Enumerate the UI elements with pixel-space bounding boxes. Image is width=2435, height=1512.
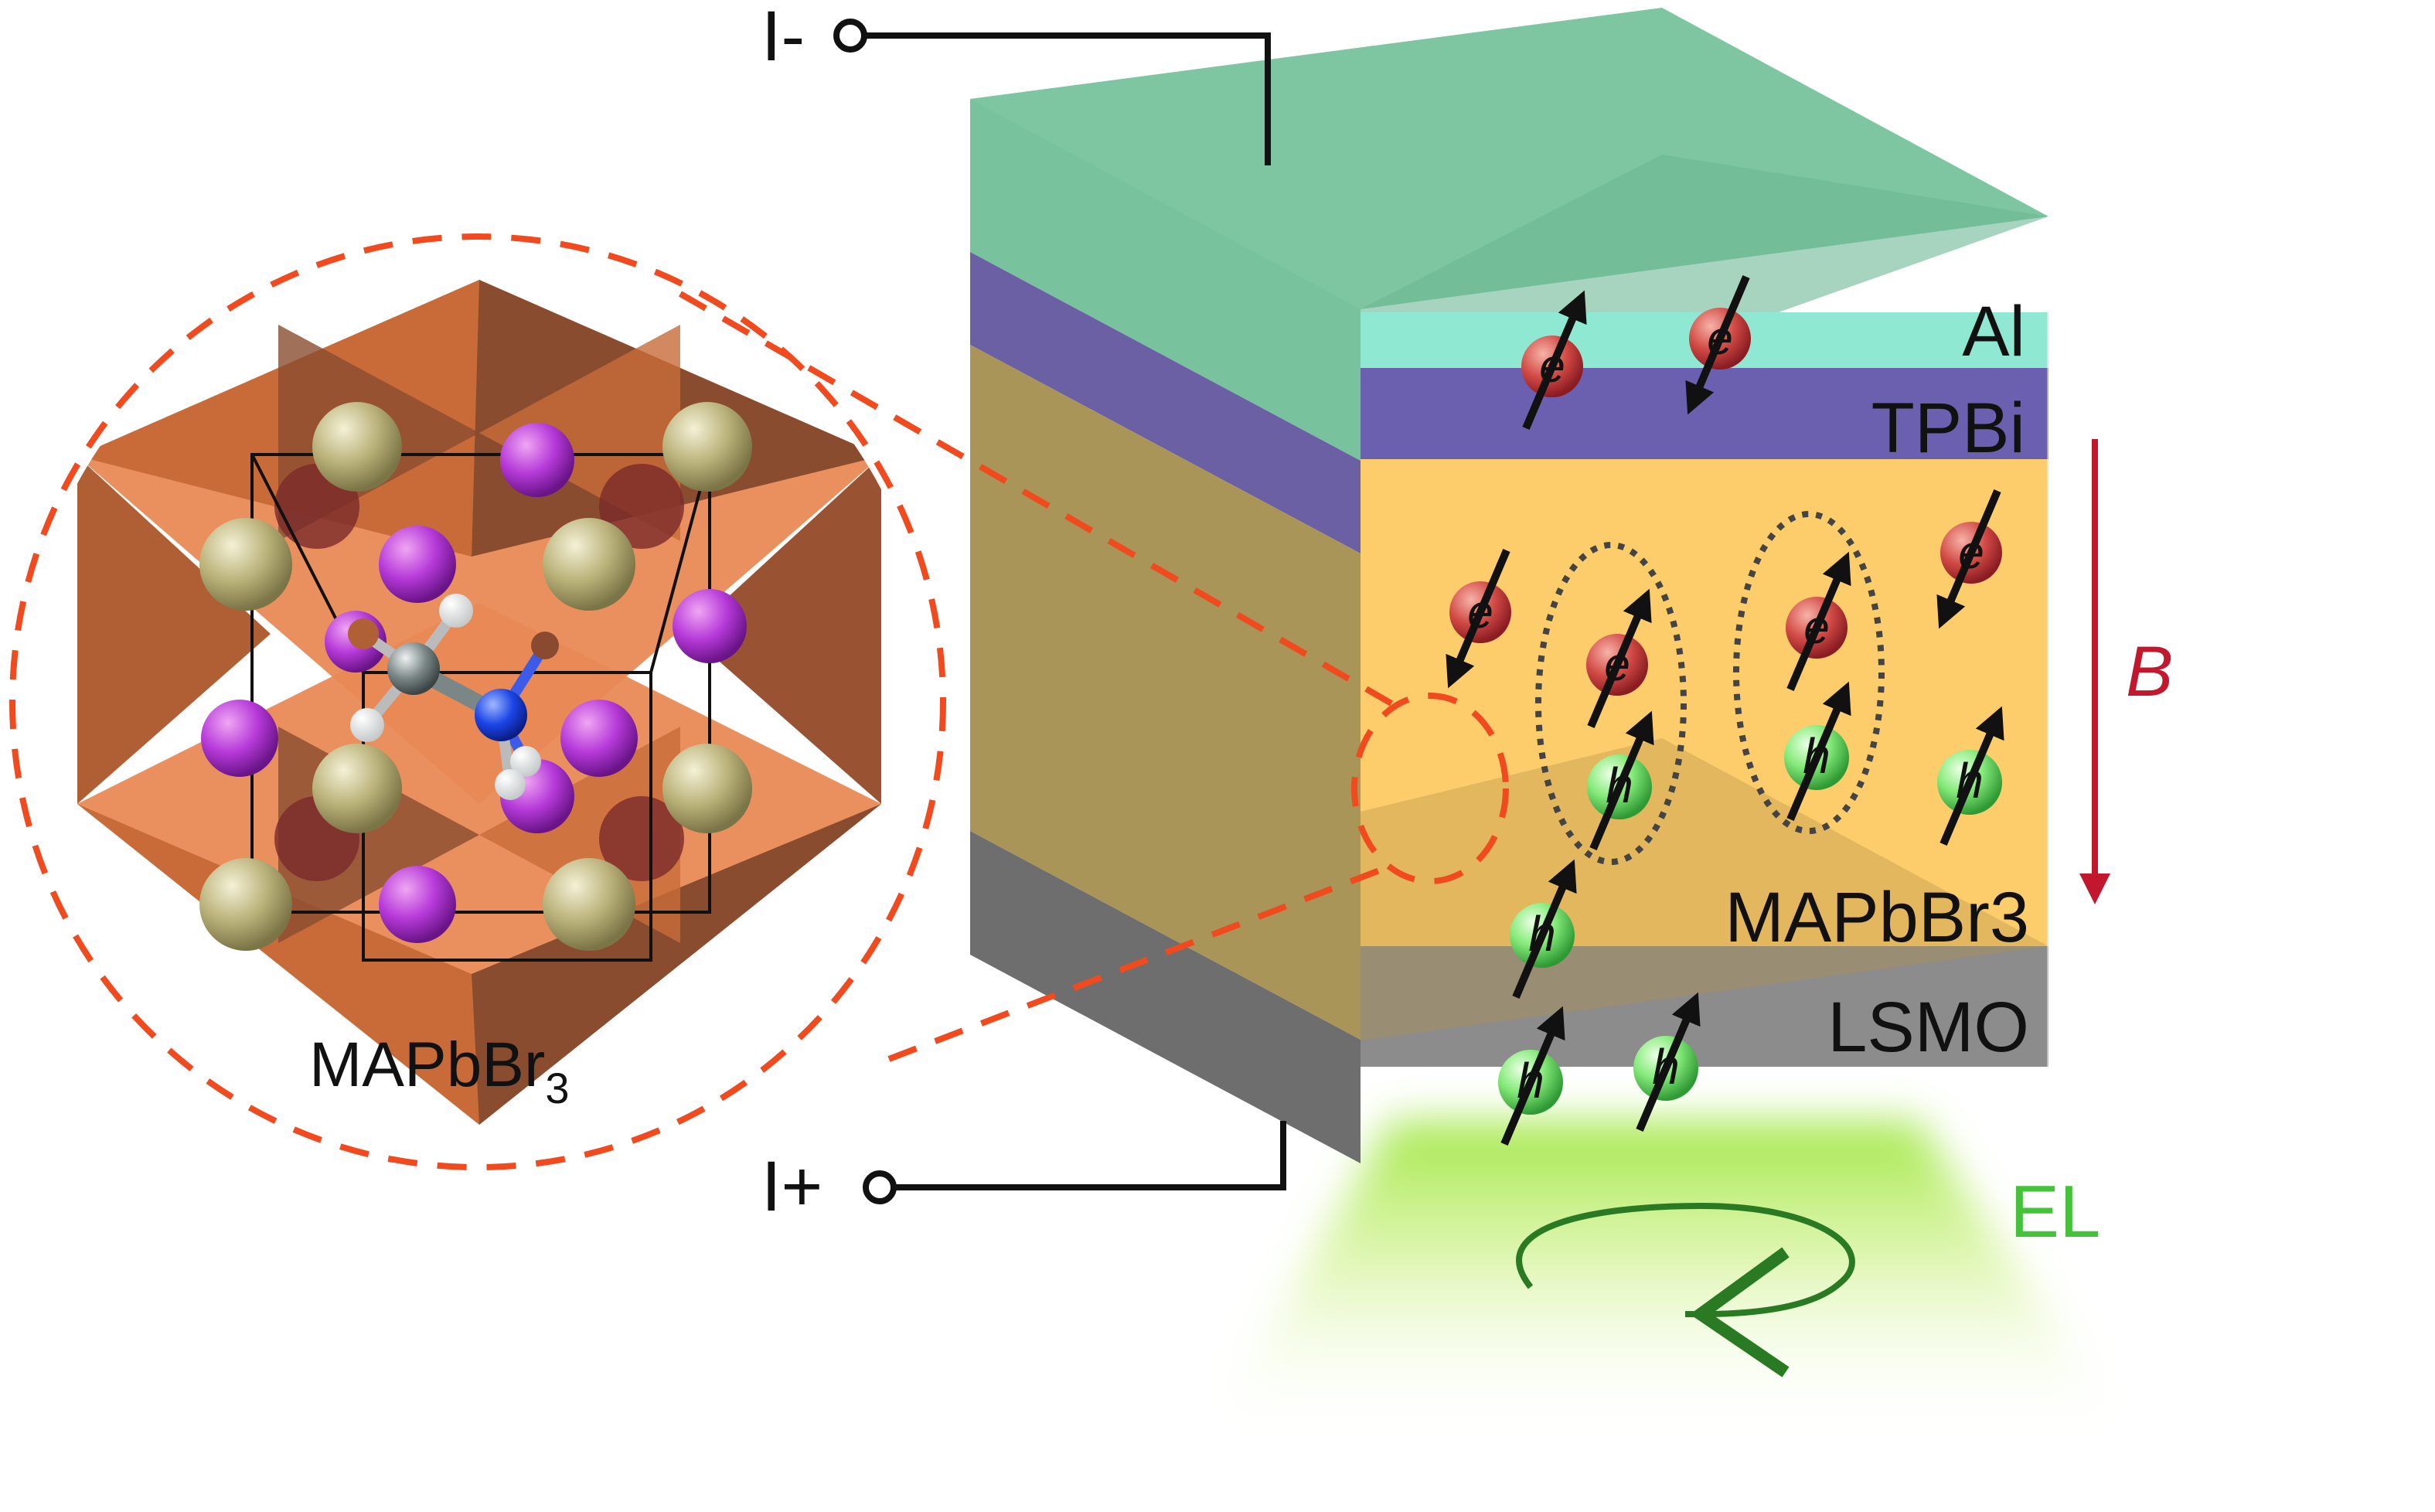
hole-icon: h <box>1784 681 1851 821</box>
exciton-pair-outline <box>1535 542 1687 865</box>
al-side-face <box>970 99 1361 461</box>
crystal-structure: MAPbBr3 <box>9 233 946 1170</box>
circular-polarization-icon <box>1516 1202 1855 1377</box>
electron-symbol: e <box>1803 601 1829 653</box>
olive-atom <box>312 402 402 492</box>
olive-atom <box>312 744 402 833</box>
methylammonium <box>348 594 559 800</box>
spin-arrow-icon <box>1500 1006 1565 1146</box>
spin-arrow-icon <box>1786 551 1851 691</box>
spin-arrow-icon <box>1685 275 1750 415</box>
electron-icon: e <box>1446 549 1511 689</box>
electron-icon: e <box>1786 551 1851 691</box>
hole-symbol: h <box>1528 906 1556 962</box>
magnetic-field: B <box>2079 439 2173 904</box>
electron-symbol: e <box>1539 340 1565 392</box>
spin-arrow-icon <box>1522 290 1587 430</box>
emission-glow <box>1206 1121 2134 1438</box>
spin-arrow-icon <box>1939 706 2004 846</box>
purple-atom <box>560 700 638 777</box>
lsmo-side-face <box>970 831 1361 1163</box>
hydrogen-atom <box>531 632 559 659</box>
hydrogen-atom <box>510 746 541 777</box>
hole-symbol: h <box>1517 1053 1544 1108</box>
purple-atom <box>379 526 456 603</box>
layer-label-al: Al <box>1962 292 2025 371</box>
zoom-line-bottom <box>887 863 1393 1062</box>
spin-arrow-icon <box>1587 588 1652 728</box>
crystal-label-subscript: 3 <box>545 1064 569 1112</box>
spin-arrow-icon <box>1512 859 1577 999</box>
spin-arrow-icon <box>1589 710 1654 850</box>
hole-symbol: h <box>1606 758 1633 813</box>
lsmo-layer <box>1361 946 2048 1067</box>
exciton-pair-outline <box>1733 511 1885 834</box>
electron-icon: e <box>1685 275 1751 415</box>
carbon-atom <box>387 642 440 695</box>
electron-symbol: e <box>1707 312 1732 364</box>
layer-label-tpbi: TPBi <box>1871 389 2025 468</box>
spin-arrow-icon <box>1786 681 1851 821</box>
spin-arrow-icon <box>1636 992 1701 1132</box>
electron-icon: e <box>1936 489 2002 629</box>
hole-icon: h <box>1587 710 1654 850</box>
hydrogen-atom <box>350 708 384 742</box>
hole-symbol: h <box>1803 728 1831 784</box>
olive-atom <box>199 518 292 611</box>
stack-front-faces <box>1361 312 2048 1067</box>
hole-icon: h <box>1498 1006 1565 1146</box>
olive-atom <box>662 402 752 492</box>
hole-icon: h <box>1510 859 1577 999</box>
zoom-circle <box>9 233 946 1170</box>
olive-atom <box>543 518 635 611</box>
purple-atom <box>201 700 278 777</box>
layer-label-mapbbr3: MAPbBr3 <box>1725 878 2029 957</box>
wire-bottom <box>894 1121 1286 1190</box>
olive-atom <box>543 858 635 951</box>
hole-symbol: h <box>1956 753 1984 809</box>
nitrogen-atom <box>475 689 527 741</box>
olive-atom <box>662 744 752 833</box>
tpbi-side-face <box>970 252 1361 553</box>
mapbbr3-layer <box>1361 459 2048 1040</box>
terminal-minus-icon <box>833 19 867 53</box>
terminal-minus-circuit: I- <box>761 0 1271 165</box>
terminal-plus-icon <box>863 1170 897 1204</box>
purple-atom <box>379 866 456 943</box>
zoom-callout <box>679 291 1509 1062</box>
crystal-label-main: MAPbBr <box>309 1030 545 1100</box>
hole-symbol: h <box>1652 1039 1680 1095</box>
electron-symbol: e <box>1958 526 1984 578</box>
hole-icon: h <box>1633 992 1701 1132</box>
zoom-line-top <box>679 291 1393 707</box>
crystal-label: MAPbBr3 <box>309 1030 569 1112</box>
electron-symbol: e <box>1604 639 1630 690</box>
terminal-minus-label: I- <box>761 0 805 76</box>
spin-arrow-icon <box>1936 489 2001 629</box>
octahedra <box>77 280 881 1125</box>
carriers: e e e e e e h h h h h h <box>1446 275 2004 1146</box>
field-label: B <box>2126 632 2173 711</box>
hydrogen-atom <box>348 618 379 649</box>
olive-atom <box>199 858 292 951</box>
terminal-plus-label: I+ <box>761 1147 822 1226</box>
atoms <box>199 402 752 951</box>
electron-icon: e <box>1521 290 1587 430</box>
wire-top <box>864 32 1271 165</box>
purple-atom <box>673 589 747 663</box>
purple-atom <box>500 423 574 497</box>
hydrogen-atom <box>495 769 526 800</box>
hydrogen-atom <box>439 594 473 628</box>
terminal-plus-circuit: I+ <box>761 1121 1286 1226</box>
spin-arrow-icon <box>1446 549 1510 689</box>
electron-symbol: e <box>1467 586 1493 638</box>
emission-label: EL <box>2010 1170 2100 1253</box>
electron-icon: e <box>1586 588 1652 728</box>
hole-icon: h <box>1937 706 2004 846</box>
zoom-target-ellipse <box>1351 693 1509 884</box>
layer-label-lsmo: LSMO <box>1827 988 2029 1067</box>
